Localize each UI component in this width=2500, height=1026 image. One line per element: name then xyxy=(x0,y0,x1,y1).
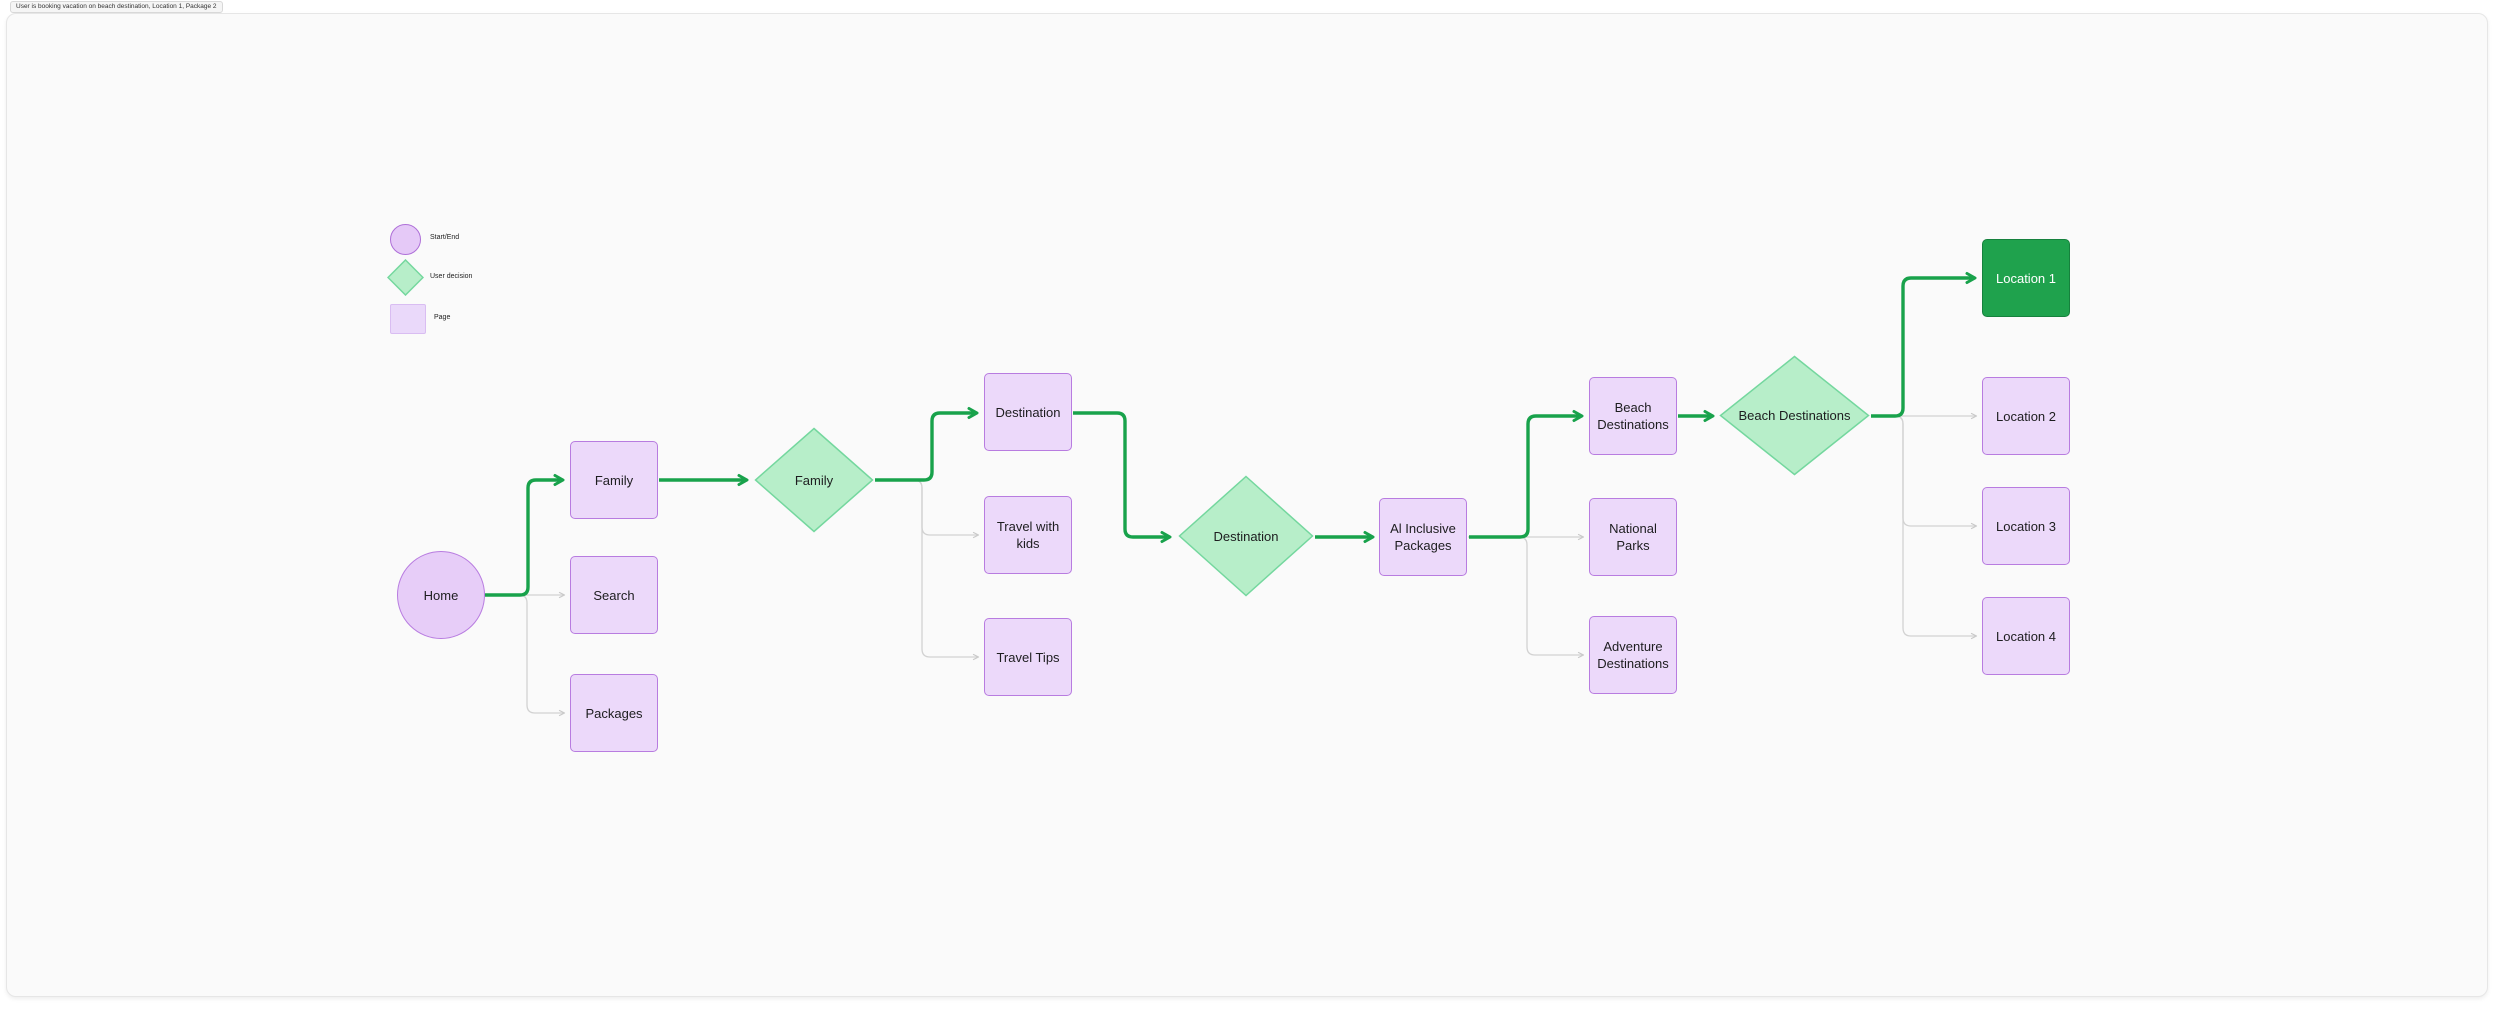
legend-decision-label: User decision xyxy=(430,273,473,280)
edge-home-family[interactable] xyxy=(485,474,565,597)
node-location-2-label: Location 2 xyxy=(1996,408,2056,424)
node-location-4[interactable]: Location 4 xyxy=(1982,597,2070,675)
node-home[interactable]: Home xyxy=(397,551,485,639)
node-beach-destinations-page[interactable]: Beach Destinations xyxy=(1589,377,1677,455)
destination-decision-diamond xyxy=(1178,475,1314,597)
legend-startend-label: Start/End xyxy=(430,234,460,241)
legend-page-label: Page xyxy=(434,314,451,321)
node-al-inclusive-packages[interactable]: Al Inclusive Packages xyxy=(1379,498,1467,576)
node-packages[interactable]: Packages xyxy=(570,674,658,752)
node-travel-tips-label: Travel Tips xyxy=(996,649,1060,665)
edge-familydecision-travelwithkids[interactable] xyxy=(875,479,980,539)
legend-decision-shape[interactable] xyxy=(386,258,425,297)
edge-beachdecision-location3[interactable] xyxy=(1871,415,1978,530)
node-family-decision[interactable]: Family xyxy=(754,427,874,533)
edge-alinclusive-adventure[interactable] xyxy=(1468,536,1585,659)
node-family-page[interactable]: Family xyxy=(570,441,658,519)
node-location-3[interactable]: Location 3 xyxy=(1982,487,2070,565)
node-family-page-label: Family xyxy=(594,472,634,488)
node-location-3-label: Location 3 xyxy=(1996,518,2056,534)
node-destination-page[interactable]: Destination xyxy=(984,373,1072,451)
edge-beachdecision-location1[interactable] xyxy=(1871,272,1977,418)
node-home-label: Home xyxy=(423,587,459,603)
legend-startend-shape[interactable] xyxy=(390,224,421,255)
edge-destination-destinationdecision[interactable] xyxy=(1073,411,1172,543)
node-family-decision-label: Family xyxy=(794,472,834,488)
beach-destinations-decision-diamond xyxy=(1719,355,1870,476)
node-location-1-label: Location 1 xyxy=(1996,270,2056,286)
legend-page-shape[interactable] xyxy=(390,304,426,334)
node-beach-destinations-decision[interactable]: Beach Destinations xyxy=(1719,355,1870,476)
diagram-title: User is booking vacation on beach destin… xyxy=(16,3,217,10)
diagram-canvas[interactable]: Start/End User decision Page Home Family… xyxy=(6,13,2488,997)
edge-familydecision-traveltips[interactable] xyxy=(875,479,980,661)
node-travel-tips[interactable]: Travel Tips xyxy=(984,618,1072,696)
edge-familydecision-destination[interactable] xyxy=(875,407,979,482)
node-location-1[interactable]: Location 1 xyxy=(1982,239,2070,317)
node-travel-with-kids-label: Travel with kids xyxy=(996,519,1060,551)
edge-alinclusive-beachdestinations[interactable] xyxy=(1469,410,1584,539)
node-national-parks-label: National Parks xyxy=(1609,521,1657,553)
node-destination-decision-label: Destination xyxy=(1213,528,1279,544)
node-adventure-destinations-label: Adventure Destinations xyxy=(1597,639,1669,671)
node-adventure-destinations[interactable]: Adventure Destinations xyxy=(1589,616,1677,694)
node-location-2[interactable]: Location 2 xyxy=(1982,377,2070,455)
node-location-4-label: Location 4 xyxy=(1996,628,2056,644)
node-beach-destinations-decision-label: Beach Destinations xyxy=(1738,408,1851,423)
node-national-parks[interactable]: National Parks xyxy=(1589,498,1677,576)
edge-home-packages[interactable] xyxy=(485,594,566,717)
diagram-title-tab[interactable]: User is booking vacation on beach destin… xyxy=(10,1,223,13)
legend-diamond-icon xyxy=(386,258,425,297)
node-travel-with-kids[interactable]: Travel with kids xyxy=(984,496,1072,574)
node-al-inclusive-packages-label: Al Inclusive Packages xyxy=(1390,521,1456,553)
family-decision-diamond xyxy=(754,427,874,533)
node-search[interactable]: Search xyxy=(570,556,658,634)
node-destination-decision[interactable]: Destination xyxy=(1178,475,1314,597)
node-beach-destinations-page-label: Beach Destinations xyxy=(1597,400,1669,432)
node-destination-page-label: Destination xyxy=(995,404,1061,420)
node-search-label: Search xyxy=(593,587,635,603)
node-packages-label: Packages xyxy=(585,705,643,721)
flow-edges xyxy=(485,272,1978,717)
